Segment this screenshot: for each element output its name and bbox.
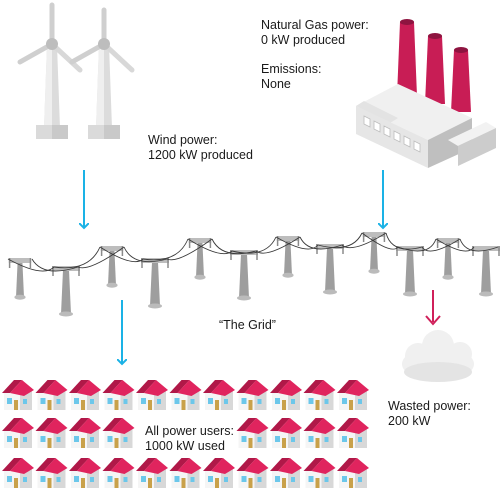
power-grid (7, 232, 500, 317)
house-icon (303, 418, 336, 448)
house-icon (169, 380, 202, 410)
house-icon (236, 458, 269, 488)
gas-power-title: Natural Gas power: (261, 18, 369, 32)
emissions-title: Emissions: (261, 62, 322, 76)
house-icon (102, 418, 135, 448)
pylon-icon (362, 232, 386, 274)
house-icon (203, 380, 235, 410)
grid-label: “The Grid” (219, 318, 276, 333)
houses (2, 380, 369, 488)
pylon-icon (8, 258, 32, 300)
pylon-icon (52, 266, 80, 317)
house-icon (337, 418, 369, 448)
house-icon (2, 458, 34, 488)
pylon-icon (436, 238, 460, 280)
power-users-label: All power users: 1000 kW used (145, 424, 234, 454)
wind-power-title: Wind power: (148, 133, 218, 147)
house-icon (270, 418, 302, 448)
house-icon (337, 458, 369, 488)
wasted-power-title: Wasted power: (388, 399, 471, 413)
house-icon (136, 380, 168, 410)
emissions-value: None (261, 77, 291, 91)
house-icon (136, 458, 168, 488)
house-icon (337, 380, 369, 410)
pylon-icon (230, 250, 258, 301)
gas-power-value: 0 kW produced (261, 33, 346, 47)
pylon-icon (472, 246, 500, 297)
wasted-power-label: Wasted power: 200 kW (388, 399, 471, 429)
house-icon (270, 380, 302, 410)
house-icon (2, 380, 34, 410)
pylon-icon (188, 238, 212, 280)
house-icon (236, 418, 269, 448)
house-icon (102, 458, 135, 488)
house-icon (303, 458, 336, 488)
wind-turbines (17, 2, 135, 139)
house-icon (69, 380, 101, 410)
house-icon (236, 380, 269, 410)
cloud-icon (402, 330, 474, 382)
house-icon (169, 458, 202, 488)
house-icon (203, 458, 235, 488)
wind-turbine-icon (17, 2, 83, 139)
house-icon (102, 380, 135, 410)
pylon-icon (396, 246, 424, 297)
house-icon (2, 418, 34, 448)
flow-arrows (84, 170, 441, 364)
grid-label-text: “The Grid” (219, 318, 276, 332)
house-icon (35, 458, 68, 488)
pylon-icon (141, 258, 169, 309)
pylon-icon (100, 246, 124, 288)
pylon-icon (316, 244, 344, 295)
power-users-title: All power users: (145, 424, 234, 438)
house-icon (270, 458, 302, 488)
house-icon (35, 418, 68, 448)
wind-power-value: 1200 kW produced (148, 148, 253, 162)
wind-power-label: Wind power: 1200 kW produced (148, 133, 253, 163)
power-users-value: 1000 kW used (145, 439, 225, 453)
pylon-icon (276, 236, 300, 278)
gas-power-plant-icon (356, 19, 496, 168)
house-icon (303, 380, 336, 410)
wind-turbine-icon (69, 7, 135, 139)
wasted-power-value: 200 kW (388, 414, 431, 428)
house-icon (69, 458, 101, 488)
gas-power-label: Natural Gas power: 0 kW produced Emissio… (261, 18, 369, 92)
house-icon (69, 418, 101, 448)
house-icon (35, 380, 68, 410)
